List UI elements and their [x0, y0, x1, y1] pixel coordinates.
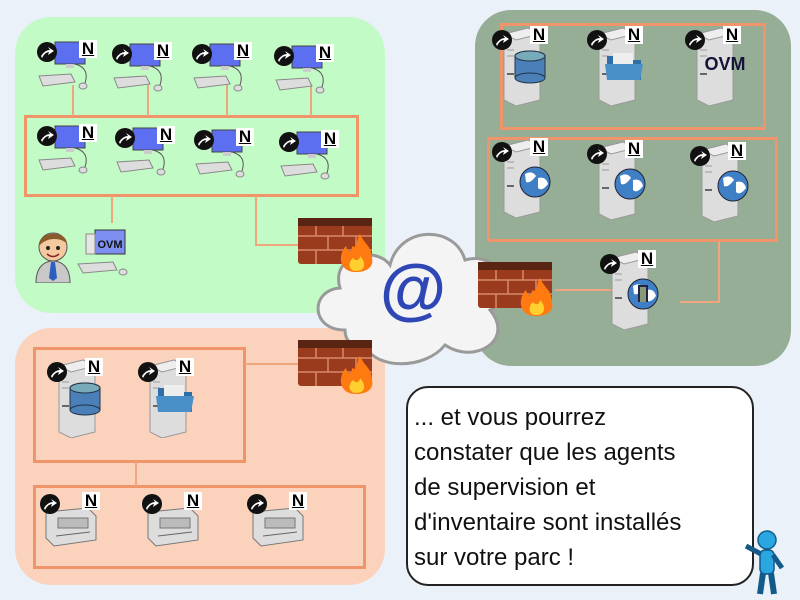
- workstation-node[interactable]: N: [35, 122, 105, 184]
- web-server-icon: [587, 141, 646, 221]
- printer-node[interactable]: N: [140, 490, 210, 552]
- agent-badge: N: [625, 140, 643, 158]
- web-server-icon: [690, 143, 749, 223]
- workstation-icon: [192, 43, 243, 92]
- printer-icon: [40, 494, 97, 547]
- ovm-server-icon: OVM: [685, 27, 746, 107]
- link: [310, 85, 312, 116]
- link: [111, 196, 113, 223]
- link: [147, 85, 149, 116]
- web-server-icon: [492, 139, 551, 219]
- agent-badge: N: [723, 26, 741, 44]
- workstation-node[interactable]: N: [35, 38, 105, 100]
- link: [718, 241, 720, 303]
- agent-badge: N: [289, 492, 307, 510]
- workstation-icon: [274, 45, 325, 94]
- printer-icon: [142, 494, 199, 547]
- server-node[interactable]: OVM N: [683, 26, 753, 107]
- workstation-node[interactable]: N: [192, 126, 262, 188]
- link: [680, 301, 720, 303]
- link: [226, 85, 228, 116]
- bubble-line: d'inventaire sont installés: [414, 509, 682, 536]
- workstation-icon: [112, 43, 163, 92]
- link: [255, 244, 300, 246]
- bubble-line: constater que les agents: [414, 439, 676, 466]
- firewall-icon: [478, 262, 553, 316]
- server-node[interactable]: N: [490, 26, 560, 107]
- server-node[interactable]: N: [490, 138, 560, 219]
- gateway-server-icon: [600, 251, 659, 331]
- ovm-workstation-icon: OVM: [77, 229, 128, 276]
- at-symbol-icon: @: [380, 251, 446, 327]
- server-node[interactable]: N: [585, 140, 655, 221]
- firewall-icon: [298, 218, 373, 272]
- file-server-icon: [587, 27, 643, 107]
- server-node[interactable]: N: [598, 250, 668, 331]
- dmz-web-box: [487, 137, 778, 242]
- workstation-node[interactable]: N: [113, 124, 183, 186]
- bubble-line: de supervision et: [414, 474, 596, 501]
- agent-badge: N: [184, 492, 202, 510]
- server-node[interactable]: N: [688, 142, 758, 223]
- server-node[interactable]: N: [136, 358, 206, 439]
- printer-icon: [247, 494, 304, 547]
- admin-user-icon: [35, 232, 71, 283]
- agent-badge: N: [176, 358, 194, 376]
- agent-badge: N: [154, 42, 172, 60]
- workstation-icon: [115, 127, 166, 176]
- link: [135, 462, 137, 486]
- link: [72, 85, 74, 116]
- agent-badge: N: [625, 26, 643, 44]
- branch-printer-box: [33, 485, 366, 569]
- agent-badge: N: [728, 142, 746, 160]
- agent-badge: N: [236, 128, 254, 146]
- workstation-icon: [37, 125, 88, 174]
- agent-badge: N: [316, 44, 334, 62]
- presenter-figure-icon: [744, 530, 785, 595]
- printer-node[interactable]: N: [245, 490, 315, 552]
- agent-badge: N: [638, 250, 656, 268]
- link: [255, 196, 257, 246]
- database-server-icon: [492, 27, 546, 107]
- firewall-icon: [298, 340, 373, 394]
- svg-text:OVM: OVM: [97, 239, 122, 251]
- database-server-icon: [47, 359, 101, 439]
- lan-switch-box: [24, 115, 359, 197]
- dmz-server-box: [500, 23, 766, 130]
- agent-badge: N: [157, 126, 175, 144]
- agent-badge: N: [234, 42, 252, 60]
- speech-bubble: ... et vous pourrez constater que les ag…: [406, 386, 754, 586]
- server-node[interactable]: N: [585, 26, 655, 107]
- workstation-node[interactable]: N: [190, 40, 260, 102]
- svg-text:OVM: OVM: [704, 54, 745, 74]
- agent-badge: N: [82, 492, 100, 510]
- printer-node[interactable]: N: [38, 490, 108, 552]
- workstation-icon: [37, 41, 88, 90]
- agent-badge: N: [85, 358, 103, 376]
- server-node[interactable]: N: [45, 358, 115, 439]
- agent-badge: N: [79, 124, 97, 142]
- agent-badge: N: [321, 130, 339, 148]
- agent-badge: N: [79, 40, 97, 58]
- link: [245, 363, 300, 365]
- bubble-line: sur votre parc !: [414, 544, 575, 571]
- workstation-node[interactable]: N: [277, 128, 347, 190]
- workstation-icon: [279, 131, 330, 180]
- file-server-icon: [138, 359, 194, 439]
- agent-badge: N: [530, 138, 548, 156]
- workstation-node[interactable]: N: [110, 40, 180, 102]
- bubble-line: ... et vous pourrez: [414, 404, 607, 431]
- branch-server-box: [33, 347, 246, 463]
- agent-badge: N: [530, 26, 548, 44]
- link: [555, 289, 617, 291]
- workstation-node[interactable]: N: [272, 42, 342, 104]
